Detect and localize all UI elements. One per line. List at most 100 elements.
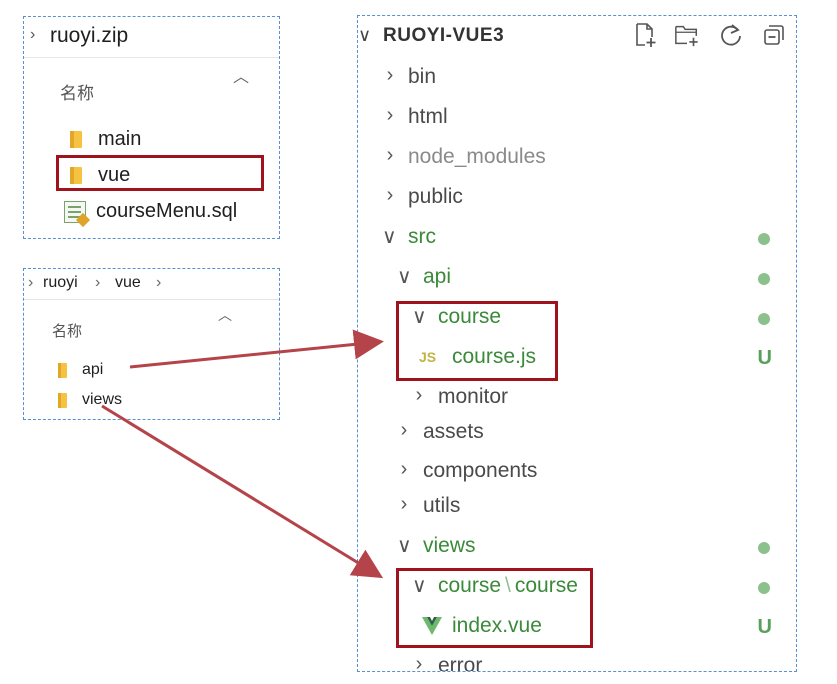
- chevron-right-icon[interactable]: ›: [415, 653, 423, 672]
- tree-item-course-course[interactable]: ∨ course\course: [358, 568, 796, 606]
- chevron-right-icon[interactable]: ›: [95, 274, 101, 291]
- sort-up-icon[interactable]: ︿: [218, 307, 232, 323]
- folder-icon: [70, 131, 82, 148]
- tree-item-course-folder[interactable]: ∨ course: [358, 299, 796, 337]
- javascript-file-icon: JS: [419, 349, 437, 365]
- tree-item-label: utils: [423, 494, 461, 517]
- tree-item-label: monitor: [438, 385, 509, 408]
- path-segment: course: [514, 574, 578, 597]
- tree-item-label: index.vue: [452, 614, 542, 637]
- chevron-right-icon[interactable]: ›: [156, 274, 162, 291]
- chevron-down-icon[interactable]: ∨: [382, 226, 397, 248]
- chevron-right-icon[interactable]: ›: [400, 458, 408, 480]
- tree-item-index-vue[interactable]: index.vue U: [358, 608, 796, 646]
- chevron-down-icon[interactable]: ∨: [358, 25, 372, 45]
- file-item-coursemenu-sql[interactable]: courseMenu.sql: [64, 200, 237, 223]
- tree-item-bin[interactable]: › bin: [358, 59, 796, 97]
- chevron-right-icon[interactable]: ›: [386, 184, 394, 206]
- chevron-right-icon[interactable]: ›: [415, 384, 423, 406]
- explorer-header[interactable]: ∨ RUOYI-VUE3: [358, 16, 796, 56]
- file-item-views[interactable]: views: [58, 391, 122, 409]
- tree-item-compact-label: course\course: [438, 574, 578, 598]
- workspace-title: RUOYI-VUE3: [383, 25, 505, 46]
- breadcrumb-item[interactable]: ruoyi: [43, 274, 78, 291]
- new-folder-icon[interactable]: [674, 22, 700, 48]
- tree-item-label: error: [438, 654, 483, 672]
- tree-item-public[interactable]: › public: [358, 179, 796, 217]
- tree-item-node-modules[interactable]: › node_modules: [358, 139, 796, 177]
- new-file-icon[interactable]: [632, 22, 658, 48]
- chevron-right-icon[interactable]: ›: [386, 144, 394, 166]
- tree-item-label: course: [438, 305, 502, 328]
- tree-item-label: api: [423, 265, 452, 288]
- arrow-views-to-course-views: [101, 404, 384, 579]
- tree-item-html[interactable]: › html: [358, 99, 796, 137]
- tree-item-label: bin: [408, 65, 437, 88]
- modified-dot: [758, 233, 770, 245]
- file-item-label: api: [82, 361, 104, 378]
- file-item-label: courseMenu.sql: [96, 200, 238, 222]
- tree-item-label: node_modules: [408, 145, 546, 168]
- tree-item-course-js[interactable]: JS course.js U: [358, 339, 796, 377]
- modified-dot: [758, 313, 770, 325]
- file-item-label: main: [98, 128, 142, 150]
- chevron-right-icon[interactable]: ›: [386, 104, 394, 126]
- tree-item-label: views: [423, 534, 476, 557]
- tree-item-assets[interactable]: › assets: [358, 414, 796, 452]
- tree-item-error[interactable]: › error: [358, 648, 796, 672]
- zip-explorer-window: › ruoyi.zip 名称 ︿ main vue courseMenu.sql: [23, 16, 280, 239]
- tree-item-views[interactable]: ∨ views: [358, 528, 796, 566]
- tree-item-label: course.js: [452, 345, 537, 368]
- chevron-right-icon[interactable]: ›: [400, 419, 408, 441]
- highlight-box-course-views: [396, 568, 593, 648]
- refresh-icon[interactable]: [718, 22, 744, 48]
- untracked-badge: U: [757, 347, 772, 369]
- tree-item-src[interactable]: ∨ src: [358, 219, 796, 257]
- tree-item-label: components: [423, 459, 538, 482]
- chevron-right-icon[interactable]: ›: [28, 274, 34, 291]
- chevron-down-icon[interactable]: ∨: [412, 306, 427, 328]
- vue-folder-explorer-window: › ruoyi › vue › 名称 ︿ api views: [23, 268, 280, 420]
- folder-icon: [58, 392, 67, 408]
- folder-icon: [70, 167, 82, 184]
- breadcrumb-item[interactable]: vue: [115, 274, 141, 291]
- address-bar[interactable]: › ruoyi.zip: [24, 17, 279, 58]
- tree-item-label: html: [408, 105, 448, 128]
- chevron-right-icon[interactable]: ›: [400, 493, 408, 515]
- column-header-name[interactable]: 名称: [60, 84, 94, 103]
- address-path: ruoyi.zip: [50, 24, 129, 47]
- file-item-label: views: [82, 391, 123, 408]
- chevron-right-icon[interactable]: ›: [30, 26, 36, 43]
- tree-item-label: assets: [423, 420, 484, 443]
- chevron-right-icon[interactable]: ›: [386, 64, 394, 86]
- vscode-explorer: ∨ RUOYI-VUE3 › bin › html: [357, 15, 797, 672]
- collapse-all-icon[interactable]: [761, 22, 787, 48]
- chevron-down-icon[interactable]: ∨: [397, 535, 412, 557]
- column-header-name[interactable]: 名称: [52, 323, 83, 340]
- vue-file-icon: [422, 617, 442, 635]
- tree-item-label: src: [408, 225, 436, 248]
- file-item-label: vue: [98, 164, 131, 186]
- chevron-down-icon[interactable]: ∨: [412, 575, 427, 597]
- modified-dot: [758, 273, 770, 285]
- sql-file-icon: [64, 200, 86, 223]
- highlight-box-course-api: [396, 301, 558, 381]
- modified-dot: [758, 542, 770, 554]
- modified-dot: [758, 582, 770, 594]
- untracked-badge: U: [757, 616, 772, 638]
- breadcrumb: › ruoyi › vue ›: [24, 269, 279, 300]
- tree-item-components[interactable]: › components: [358, 453, 796, 491]
- tree-item-utils[interactable]: › utils: [358, 488, 796, 526]
- tree-item-label: public: [408, 185, 463, 208]
- folder-icon: [58, 362, 67, 378]
- file-item-api[interactable]: api: [58, 361, 103, 379]
- arrow-api-to-course-js: [129, 329, 384, 369]
- tree-item-api[interactable]: ∨ api: [358, 259, 796, 297]
- highlight-box-vue-folder: [56, 155, 264, 191]
- file-item-main[interactable]: main: [70, 128, 141, 151]
- file-item-vue[interactable]: vue: [70, 164, 130, 187]
- tree-item-monitor[interactable]: › monitor: [358, 379, 796, 417]
- chevron-down-icon[interactable]: ∨: [397, 266, 412, 288]
- sort-up-icon[interactable]: ︿: [233, 69, 250, 86]
